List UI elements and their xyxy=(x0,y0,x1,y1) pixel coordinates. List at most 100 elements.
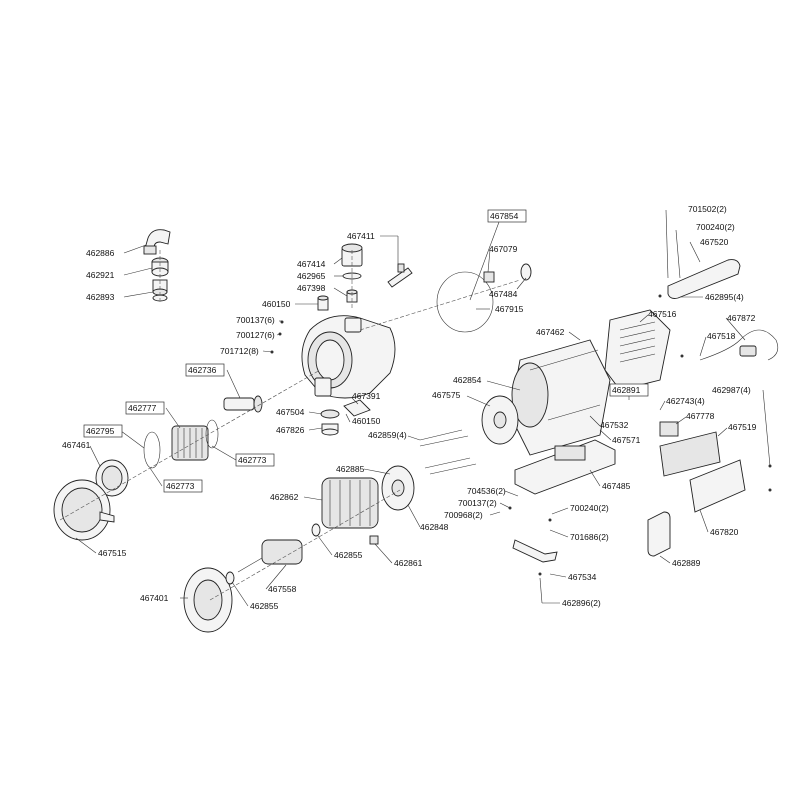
part-number-label: 467079 xyxy=(489,244,518,254)
part-number-label: 462773 xyxy=(238,455,267,465)
part-number-label: 467516 xyxy=(648,309,677,319)
part-number-label: 462891 xyxy=(612,385,641,395)
part-number-label: 462862 xyxy=(270,492,299,502)
part-number-label: 467820 xyxy=(710,527,739,537)
part-number-label: 467504 xyxy=(276,407,305,417)
part-number-label: 467462 xyxy=(536,327,565,337)
tie-rod-part xyxy=(419,429,463,441)
part-number-label: 700137(2) xyxy=(458,498,497,508)
small-clip-part xyxy=(369,535,379,545)
check-valve-part xyxy=(320,409,340,436)
base-plate-part xyxy=(514,439,616,495)
part-number-label: 700127(6) xyxy=(236,330,275,340)
part-number-label: 467520 xyxy=(700,237,729,247)
impeller-stack-part xyxy=(143,419,219,469)
nozzle-plate-part xyxy=(343,399,371,417)
label-box xyxy=(163,479,203,493)
power-cable-part xyxy=(699,329,779,361)
motor-shaft-part xyxy=(237,539,303,573)
part-number-label: 462886 xyxy=(86,248,115,258)
part-number-label: 462893 xyxy=(86,292,115,302)
part-number-label: 467854 xyxy=(490,211,519,221)
label-box xyxy=(487,209,527,223)
fan-guard-part xyxy=(604,309,671,391)
tie-rod-part xyxy=(419,435,469,447)
elbow-connector-part xyxy=(143,229,171,255)
part-number-label: 467411 xyxy=(347,231,375,241)
part-number-label: 462855 xyxy=(334,550,363,560)
shaft-seal-part xyxy=(520,263,532,281)
bearing-sleeve-part xyxy=(483,271,495,283)
part-number-label: 462773 xyxy=(166,481,195,491)
terminal-block-part xyxy=(659,421,679,437)
hose-nut-part xyxy=(151,257,169,277)
part-number-label: 467485 xyxy=(602,481,631,491)
part-number-label: 462859(4) xyxy=(368,430,407,440)
part-number-label: 460150 xyxy=(352,416,381,426)
part-number-label: 467515 xyxy=(98,548,127,558)
part-number-label: 460150 xyxy=(262,299,291,309)
screw-part xyxy=(680,354,684,358)
o-ring-large-part xyxy=(436,271,494,333)
part-number-label: 701712(8) xyxy=(220,346,259,356)
leader-lines xyxy=(75,209,771,607)
end-shield-part xyxy=(381,465,415,511)
label-box xyxy=(185,363,225,377)
filler-cap-part xyxy=(341,243,363,280)
part-number-label: 467518 xyxy=(707,331,736,341)
assembly-axis xyxy=(209,489,401,601)
part-number-label: 462895(4) xyxy=(705,292,744,302)
tie-rod-part xyxy=(429,463,477,475)
part-number-label: 467558 xyxy=(268,584,297,594)
part-number-label: 462885 xyxy=(336,464,365,474)
part-number-label: 467519 xyxy=(728,422,757,432)
part-number-label: 467575 xyxy=(432,390,461,400)
screw-part xyxy=(548,518,552,522)
part-number-label: 467872 xyxy=(727,313,756,323)
diffuser-part xyxy=(223,395,263,413)
part-number-label: 467571 xyxy=(612,435,641,445)
foot-part xyxy=(512,539,558,563)
part-number-label: 467915 xyxy=(495,304,524,314)
part-number-label: 462987(4) xyxy=(712,385,751,395)
motor-housing-part xyxy=(509,339,611,456)
part-number-label: 700240(2) xyxy=(570,503,609,513)
part-number-label: 462965 xyxy=(297,271,326,281)
label-box xyxy=(125,401,165,415)
part-number-label: 462855 xyxy=(250,601,279,611)
part-number-label: 462896(2) xyxy=(562,598,601,608)
screw-part xyxy=(538,572,542,576)
cooling-fan-part xyxy=(481,395,519,445)
screw-part xyxy=(768,488,772,492)
label-box xyxy=(235,453,275,467)
part-number-label: 462861 xyxy=(394,558,423,568)
plug-part xyxy=(317,295,329,311)
threaded-ring-part xyxy=(95,459,129,497)
part-number-label: 700137(6) xyxy=(236,315,275,325)
part-number-label: 462921 xyxy=(86,270,115,280)
part-number-label: 462889 xyxy=(672,558,701,568)
part-number-label: 467484 xyxy=(489,289,518,299)
motor-flange-part xyxy=(183,567,233,633)
part-number-label: 704536(2) xyxy=(467,486,506,496)
part-number-label: 701686(2) xyxy=(570,532,609,542)
part-number-label: 467398 xyxy=(297,283,326,293)
bearing-part-front xyxy=(225,571,235,585)
label-box xyxy=(609,383,649,397)
rotor-stator-part xyxy=(321,477,379,529)
part-number-label: 462854 xyxy=(453,375,482,385)
part-number-label: 467778 xyxy=(686,411,715,421)
screw-part xyxy=(658,294,662,298)
pump-housing-part xyxy=(301,315,396,399)
part-number-label: 467401 xyxy=(140,593,169,603)
switch-box-part xyxy=(659,431,746,513)
capacitor-part xyxy=(647,511,671,557)
part-number-label: 467414 xyxy=(297,259,326,269)
part-number-label: 700240(2) xyxy=(696,222,735,232)
part-number-label: 701502(2) xyxy=(688,204,727,214)
tie-rod-part xyxy=(424,457,471,469)
drain-screw-part xyxy=(387,263,413,288)
part-number-label: 462777 xyxy=(128,403,157,413)
